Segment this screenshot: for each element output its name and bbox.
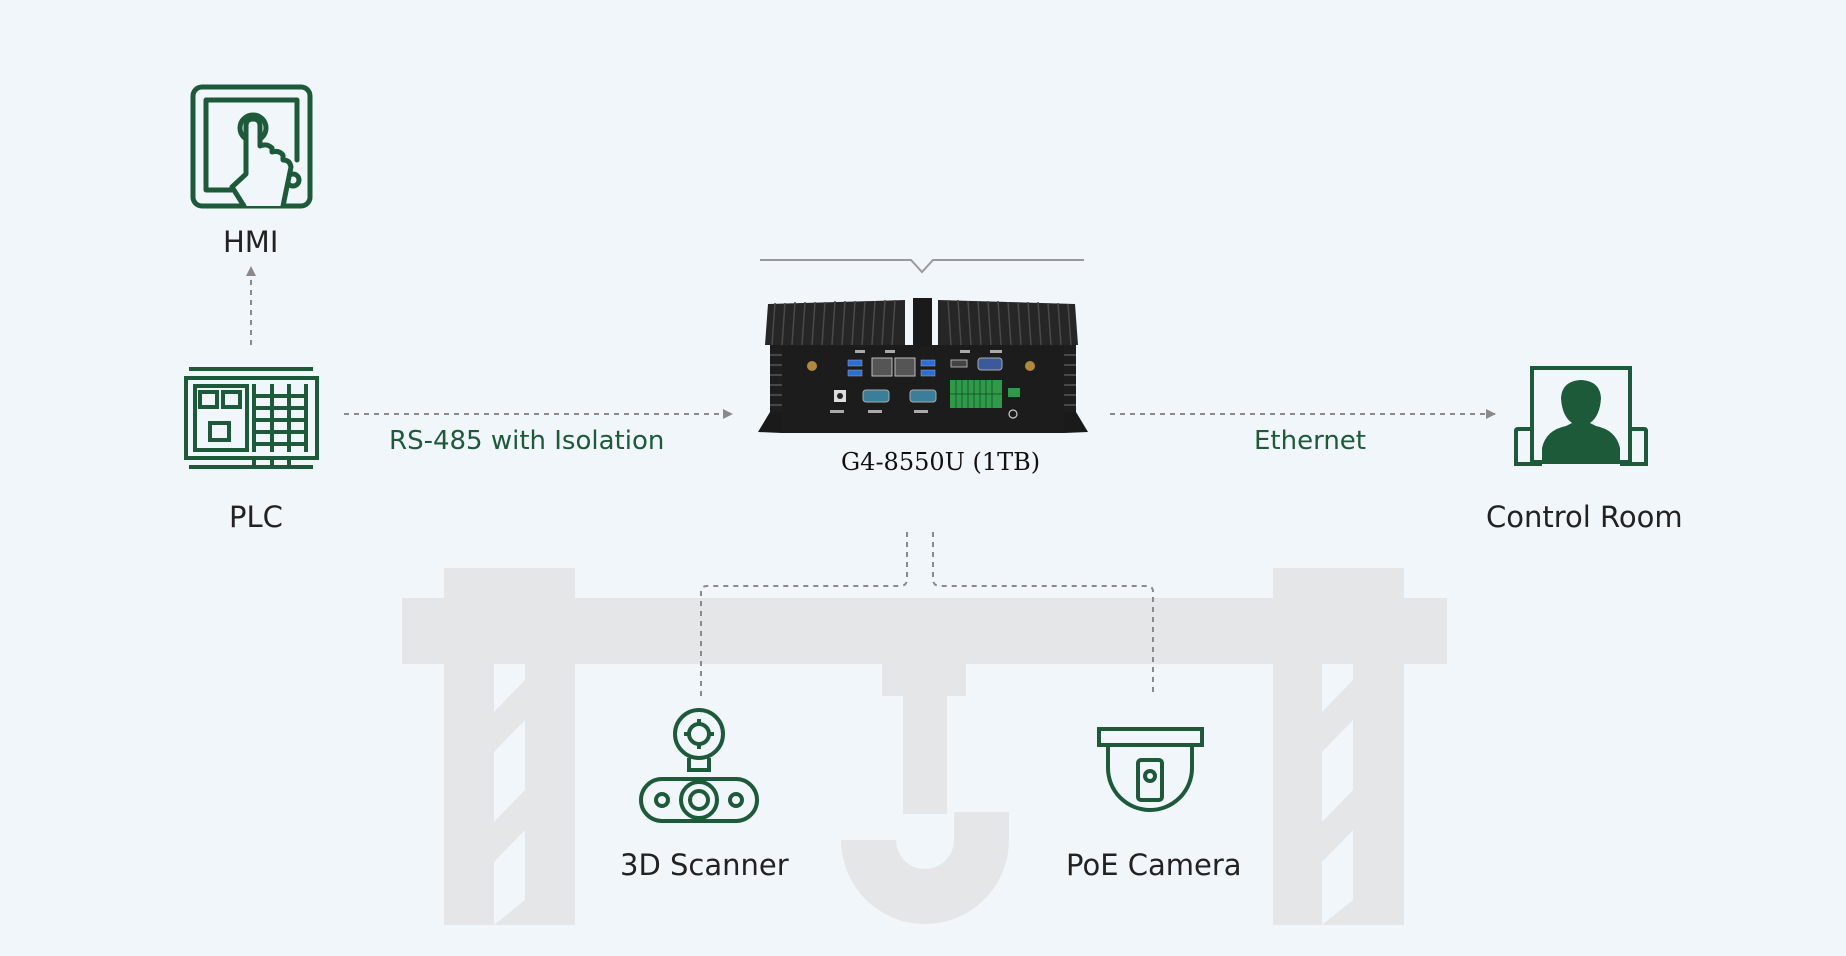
crane-watermark-lattice bbox=[494, 664, 1353, 925]
device-camera-connector bbox=[932, 532, 1154, 697]
plc-label: PLC bbox=[229, 500, 283, 534]
device-label: G4-8550U (1TB) bbox=[841, 448, 1041, 476]
rs485-link-label: RS-485 with Isolation bbox=[389, 426, 665, 456]
3d-scanner-icon bbox=[639, 708, 759, 823]
ethernet-link-label: Ethernet bbox=[1254, 426, 1366, 456]
hmi-label: HMI bbox=[223, 225, 279, 259]
connectors bbox=[246, 266, 1496, 697]
device-scanner-connector bbox=[700, 532, 908, 697]
device-bracket-line bbox=[760, 259, 1084, 274]
crane-watermark bbox=[402, 568, 1447, 925]
control-room-label: Control Room bbox=[1486, 500, 1683, 534]
poe-camera-icon bbox=[1097, 727, 1204, 812]
control-room-icon bbox=[1514, 366, 1648, 466]
3d-scanner-label: 3D Scanner bbox=[620, 848, 789, 882]
plc-icon bbox=[184, 367, 319, 469]
hmi-icon bbox=[190, 84, 313, 209]
poe-camera-label: PoE Camera bbox=[1066, 848, 1242, 882]
industrial-pc-image bbox=[758, 298, 1088, 433]
